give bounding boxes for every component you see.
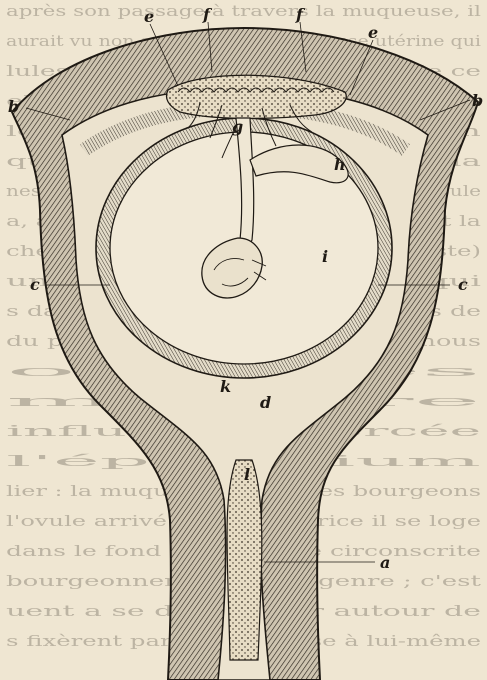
label-k: k [220,377,231,396]
label-c-right: c [458,275,468,294]
label-l: l [244,465,250,484]
label-i: i [322,247,328,266]
label-b-right: b [472,91,483,110]
background-text-line: après son passage à travers la muqueuse,… [6,2,481,20]
cervical-mucus-plug [227,460,262,660]
label-e-left: e [144,7,154,26]
label-d: d [260,393,271,412]
label-g: g [232,117,243,136]
label-a: a [380,553,390,572]
label-b-left: b [8,97,19,116]
label-e-right: e [368,23,378,42]
label-h: h [334,155,346,174]
label-c-left: c [30,275,40,294]
